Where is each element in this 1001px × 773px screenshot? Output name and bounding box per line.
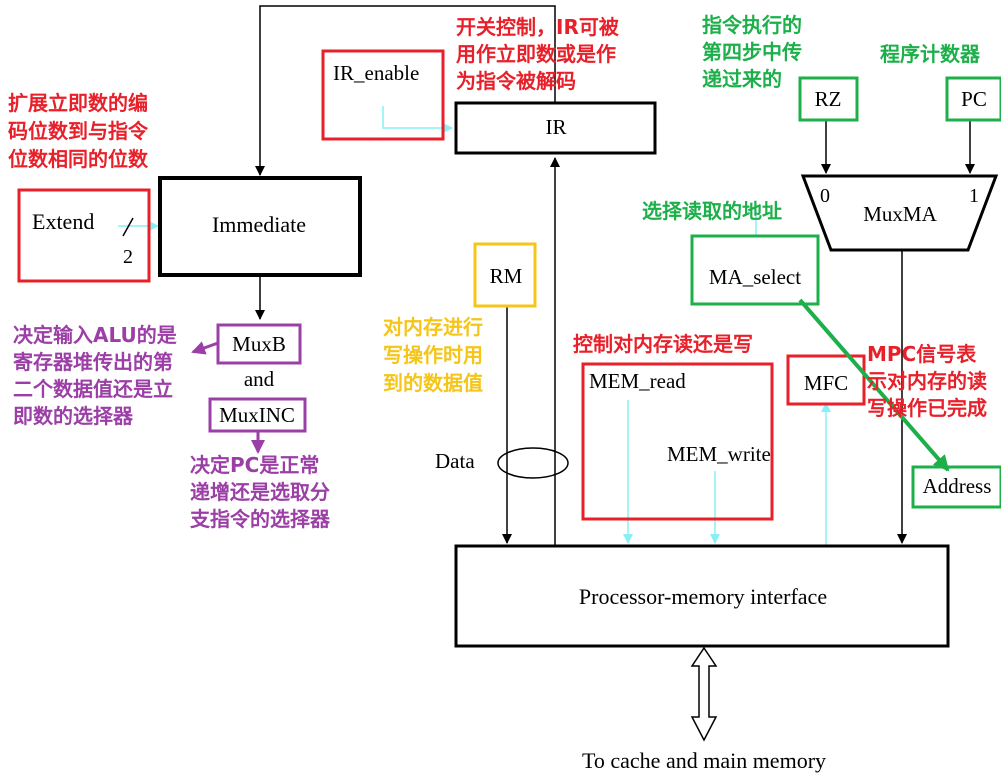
address-label: Address	[923, 474, 992, 498]
muxma-input-1: 1	[969, 185, 979, 207]
ir-switch-note: 开关控制，IR可被 用作立即数或是作 为指令被解码	[456, 15, 626, 93]
extend-note: 扩展立即数的编 码位数到与指令 位数相同的位数	[8, 91, 155, 171]
rm-label: RM	[490, 264, 523, 288]
ir-enable-wire	[382, 106, 453, 133]
mem-write-label: MEM_write	[667, 442, 771, 466]
rz-note: 指令执行的 第四步中传 递过来的	[702, 13, 809, 91]
processor-memory-interface	[454, 544, 950, 648]
rm-note: 对内存进行 写操作时用 到的数据值	[383, 315, 490, 395]
muxb-label: MuxB	[232, 332, 286, 356]
mem-control-note: 控制对内存读还是写	[573, 332, 753, 356]
extend-bits-label: 2	[123, 246, 133, 268]
mem-read-label: MEM_read	[589, 369, 686, 393]
extend-bit-slash	[122, 217, 134, 237]
pc-box	[945, 76, 1001, 122]
memory-bus-double-arrow	[690, 646, 718, 742]
muxinc-label: MuxINC	[219, 403, 295, 427]
mfc-note: MPC信号表 示对内存的读 写操作已完成	[867, 342, 994, 420]
rz-box	[798, 76, 859, 122]
data-label: Data	[435, 449, 475, 473]
pc-note: 程序计数器	[880, 42, 981, 66]
muxinc-note: 决定PC是正常 递增还是选取分 支指令的选择器	[190, 453, 337, 531]
ir-label: IR	[546, 115, 567, 139]
muxb-note-arrow	[191, 341, 219, 355]
muxma-multiplexer	[800, 174, 999, 252]
ir-register	[454, 101, 657, 155]
immediate-label: Immediate	[212, 212, 306, 237]
immediate-block	[158, 176, 362, 277]
address-note-arrow	[798, 298, 950, 472]
ma-select-box	[690, 234, 820, 306]
ir-enable-label: IR_enable	[333, 61, 419, 85]
ma-select-label: MA_select	[709, 265, 801, 289]
muxma-label: MuxMA	[863, 202, 937, 226]
muxb-note: 决定输入ALU的是 寄存器堆传出的第 二个数据值还是立 即数的选择器	[13, 323, 184, 428]
muxinc-box	[208, 397, 307, 433]
rm-box	[473, 242, 537, 308]
data-bus-ellipse	[497, 447, 569, 479]
ma-select-note: 选择读取的地址	[642, 199, 782, 223]
processor-memory-interface-label: Processor-memory interface	[579, 584, 827, 609]
rz-label: RZ	[815, 87, 842, 111]
cache-memory-label: To cache and main memory	[582, 748, 826, 773]
mem-control-box	[581, 362, 774, 521]
address-box	[911, 465, 1001, 509]
muxma-input-0: 0	[820, 185, 830, 207]
extend-box	[17, 188, 151, 283]
pc-label: PC	[961, 87, 987, 111]
extend-label: Extend	[32, 209, 94, 234]
mfc-label: MFC	[804, 371, 848, 395]
mfc-box	[786, 354, 866, 406]
and-label: and	[244, 367, 275, 391]
ir-to-immediate-wire	[255, 5, 556, 176]
ir-enable-box	[321, 49, 445, 141]
